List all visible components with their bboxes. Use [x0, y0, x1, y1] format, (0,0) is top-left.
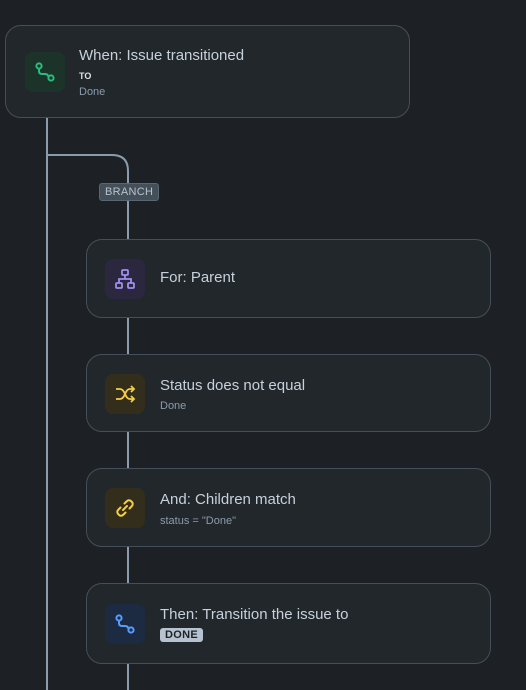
step-icon-box	[105, 488, 145, 528]
trigger-value: Done	[79, 86, 106, 98]
step-title: For: Parent	[160, 269, 236, 286]
trigger-icon-box	[25, 52, 65, 92]
step-card-transition-action[interactable]: Then: Transition the issue to DONE	[86, 583, 491, 664]
link-icon	[116, 499, 134, 517]
branch-tag: BRANCH	[99, 183, 160, 201]
step-icon-box	[105, 259, 145, 299]
trigger-title: When: Issue transitioned	[79, 47, 245, 64]
step-card-children-match[interactable]: And: Children match status = "Done"	[86, 468, 491, 547]
shuffle-icon	[116, 385, 136, 403]
step-card-status-condition[interactable]: Status does not equal Done	[86, 354, 491, 432]
transition-icon	[115, 614, 135, 634]
step-subtitle: status = "Done"	[160, 515, 236, 527]
step-icon-box	[105, 604, 145, 644]
trigger-card[interactable]: When: Issue transitioned TO Done	[5, 25, 410, 118]
status-lozenge: DONE	[160, 628, 203, 642]
step-title: And: Children match	[160, 491, 296, 508]
trigger-label: TO	[79, 71, 92, 81]
step-title: Status does not equal	[160, 377, 306, 394]
hierarchy-icon	[115, 269, 135, 289]
step-card-for-parent[interactable]: For: Parent	[86, 239, 491, 318]
step-icon-box	[105, 374, 145, 414]
step-title: Then: Transition the issue to	[160, 606, 349, 623]
transition-icon	[35, 62, 55, 82]
step-subtitle: Done	[160, 400, 187, 412]
